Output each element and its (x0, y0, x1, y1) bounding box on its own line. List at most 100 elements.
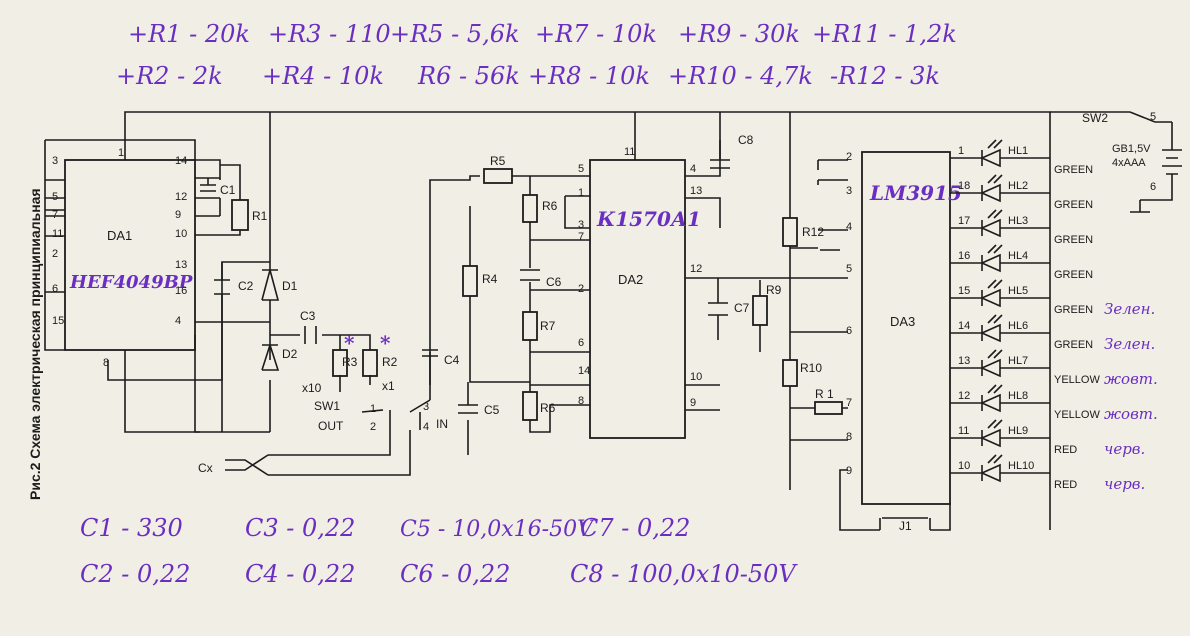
led-symbol (980, 323, 1050, 343)
led-symbol (980, 183, 1050, 203)
led-color-label: YELLOW (1054, 374, 1100, 386)
led-symbol (980, 358, 1050, 378)
led-light-arrows (987, 174, 1003, 184)
jumper-j1 (879, 517, 931, 530)
capacitor-value: C6 - 0,22 (400, 560, 510, 588)
led-light-arrows (987, 244, 1003, 254)
resistor-value: +R11 - 1,2k (812, 20, 957, 48)
resistor-r10 (782, 359, 798, 387)
pin-label: 11 (958, 425, 969, 437)
led-color-label: RED (1054, 479, 1077, 491)
capacitor-c4-label: C4 (444, 353, 460, 367)
mark-asterisk: * (380, 331, 391, 355)
mark-asterisk: * (344, 331, 355, 355)
pin-label: 17 (958, 215, 970, 227)
resistor-value: +R3 - 110 (268, 20, 391, 48)
resistor-values: +R1 - 20k +R3 - 110 +R5 - 5,6k +R7 - 10k… (116, 20, 957, 90)
resistor-r6-top (522, 194, 538, 223)
capacitor-c5-label: C5 (484, 403, 500, 417)
pin-label: 11 (52, 228, 63, 240)
pin-label: 6 (846, 325, 852, 337)
wires (44, 111, 1172, 531)
capacitor-c2 (214, 279, 230, 295)
capacitor-c3 (304, 326, 317, 344)
led-label: HL5 (1008, 285, 1028, 297)
capacitor-value: C3 - 0,22 (245, 514, 355, 542)
capacitor-c7 (708, 302, 728, 316)
pin-label: 5 (52, 191, 58, 203)
led-light-arrows (987, 209, 1003, 219)
capacitor-c6 (520, 269, 540, 281)
resistor-value: -R12 - 3k (830, 62, 940, 90)
chip-da2 (589, 159, 686, 439)
capacitor-c1-label: C1 (220, 183, 236, 197)
diode-d2-label: D2 (282, 347, 298, 361)
capacitor-c1 (200, 178, 216, 192)
pin-label: 7 (846, 397, 852, 409)
resistor-r1 (231, 199, 249, 231)
pin-label: 5 (846, 263, 852, 275)
pin-label: 6 (578, 337, 584, 349)
figure-caption: Рис.2 Схема электрическая принципиальная (27, 188, 43, 500)
resistor-r7 (522, 311, 538, 341)
pin-label: 14 (958, 320, 970, 332)
resistor-r10-label: R10 (800, 361, 822, 375)
resistor-value: +R9 - 30k (678, 20, 800, 48)
led-light-arrows (987, 139, 1003, 149)
led-symbol (980, 218, 1050, 238)
capacitor-c6-label: C6 (546, 275, 562, 289)
capacitor-value: C2 - 0,22 (80, 560, 190, 588)
pin-label: 4 (846, 221, 852, 233)
resistor-value: +R1 - 20k (128, 20, 250, 48)
pin-label: 11 (624, 146, 635, 158)
resistor-value: +R8 - 10k (528, 62, 650, 90)
led-light-arrows (987, 384, 1003, 394)
pin-label: 16 (958, 250, 970, 262)
resistor-r2-label: R2 (382, 355, 398, 369)
resistor-r7-label: R7 (540, 319, 556, 333)
pin-label: 15 (52, 315, 64, 327)
range-x1-label: x1 (382, 379, 395, 393)
resistor-r6-bottom (522, 391, 538, 421)
resistor-r3 (332, 349, 348, 377)
pin-label: 14 (175, 155, 187, 167)
led-label: HL4 (1008, 250, 1028, 262)
pin-label: 14 (578, 365, 590, 377)
capacitor-c7-label: C7 (734, 301, 750, 315)
resistor-r2 (362, 349, 378, 377)
chip-da2-part: К1570А1 (596, 207, 701, 231)
pin-label: 16 (175, 285, 187, 297)
pin-label: 12 (690, 263, 702, 275)
diode-d2 (261, 342, 280, 371)
capacitor-c3-label: C3 (300, 309, 316, 323)
chip-da1-part: HEF4049BP (69, 272, 193, 293)
output-label: OUT (318, 419, 344, 433)
resistor-r5 (483, 168, 513, 184)
pin-label: 8 (846, 431, 852, 443)
cx-label: Cx (198, 461, 213, 475)
capacitor-c4 (422, 349, 438, 357)
resistor-value: +R10 - 4,7k (668, 62, 813, 90)
resistor-r9 (752, 295, 768, 326)
resistor-r3-label: R3 (342, 355, 358, 369)
resistor-value: +R4 - 10k (262, 62, 384, 90)
pin-label: 18 (958, 180, 970, 192)
switch-pin-label: 1 (370, 403, 376, 415)
led-label: HL3 (1008, 215, 1028, 227)
led-color-note: жовт. (1104, 405, 1158, 423)
capacitor-c8-label: C8 (738, 133, 754, 147)
led-color-note: жовт. (1104, 370, 1158, 388)
capacitor-value: C4 - 0,22 (245, 560, 355, 588)
resistor-value: R6 - 56k (417, 62, 520, 90)
pin-label: 6 (52, 283, 58, 295)
led-label: HL10 (1008, 460, 1034, 472)
resistor-r11-label: R 1 (815, 387, 834, 401)
resistor-r4-label: R4 (482, 272, 498, 286)
chip-da1-label: DA1 (107, 228, 132, 243)
battery-label: GB1,5V (1112, 143, 1151, 155)
chip-da2-label: DA2 (618, 272, 643, 287)
led-color-label: GREEN (1054, 164, 1093, 176)
resistor-r6-top-label: R6 (542, 199, 558, 213)
led-color-label: GREEN (1054, 304, 1093, 316)
led-color-label: GREEN (1054, 339, 1093, 351)
